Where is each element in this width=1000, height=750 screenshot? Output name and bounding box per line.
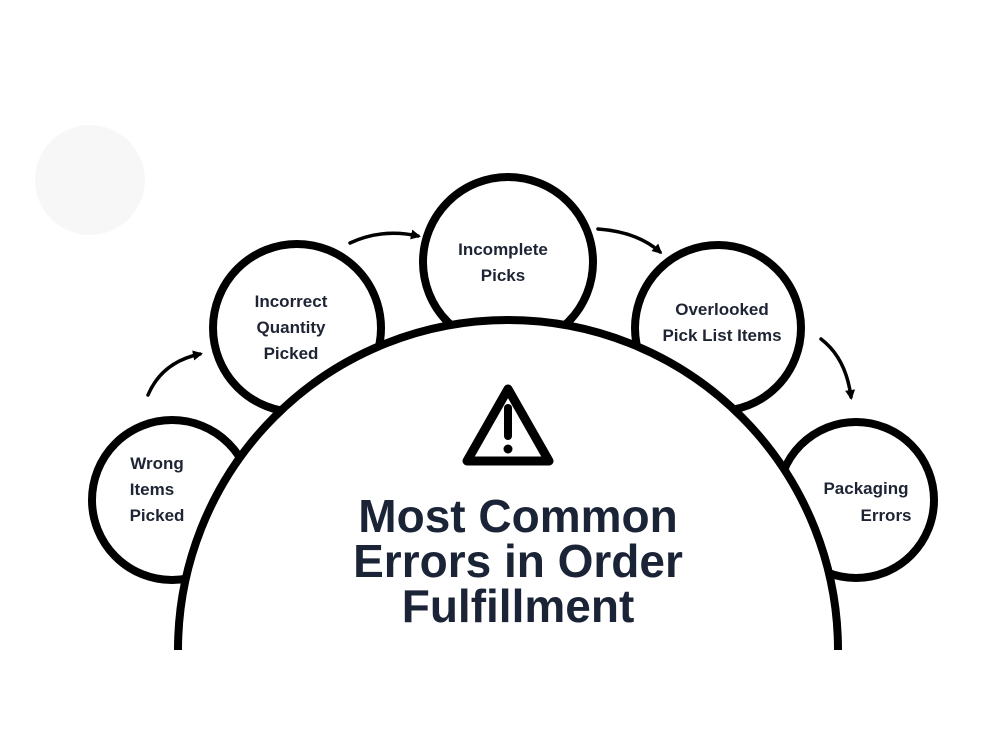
node-label-line: Overlooked — [675, 300, 769, 319]
background-smudge — [35, 125, 145, 235]
center-semicircle — [174, 316, 842, 651]
title-line-3: Fulfillment — [402, 580, 635, 632]
node-label-line: Picked — [130, 506, 185, 525]
node-label-line: Quantity — [257, 318, 326, 337]
title-line-2: Errors in Order — [353, 535, 683, 587]
curved-arrow-icon — [819, 337, 856, 400]
node-label-overlooked-pick-list-items: Overlooked Pick List Items — [662, 300, 781, 345]
title-line-1: Most Common — [358, 490, 677, 542]
node-label-incorrect-quantity-picked: Incorrect Quantity Picked — [255, 292, 328, 363]
node-label-line: Incorrect — [255, 292, 328, 311]
node-label-line: Items — [130, 480, 174, 499]
node-label-line: Wrong — [130, 454, 184, 473]
node-label-packaging-errors: Packaging Errors — [823, 479, 911, 525]
node-label-line: Picks — [481, 266, 525, 285]
warning-triangle-icon — [462, 384, 554, 466]
curved-arrow-icon — [146, 350, 203, 397]
curved-arrow-icon — [348, 229, 421, 245]
node-label-line: Packaging — [823, 479, 908, 498]
node-label-wrong-items-picked: Wrong Items Picked — [130, 454, 185, 525]
node-label-line: Pick List Items — [662, 326, 781, 345]
node-label-line: Errors — [860, 506, 911, 525]
node-label-line: Incomplete — [458, 240, 548, 259]
diagram-title: Most Common Errors in Order Fulfillment — [353, 490, 683, 632]
node-label-line: Picked — [264, 344, 319, 363]
curved-arrow-icon — [596, 227, 663, 255]
node-label-incomplete-picks: Incomplete Picks — [458, 240, 548, 285]
